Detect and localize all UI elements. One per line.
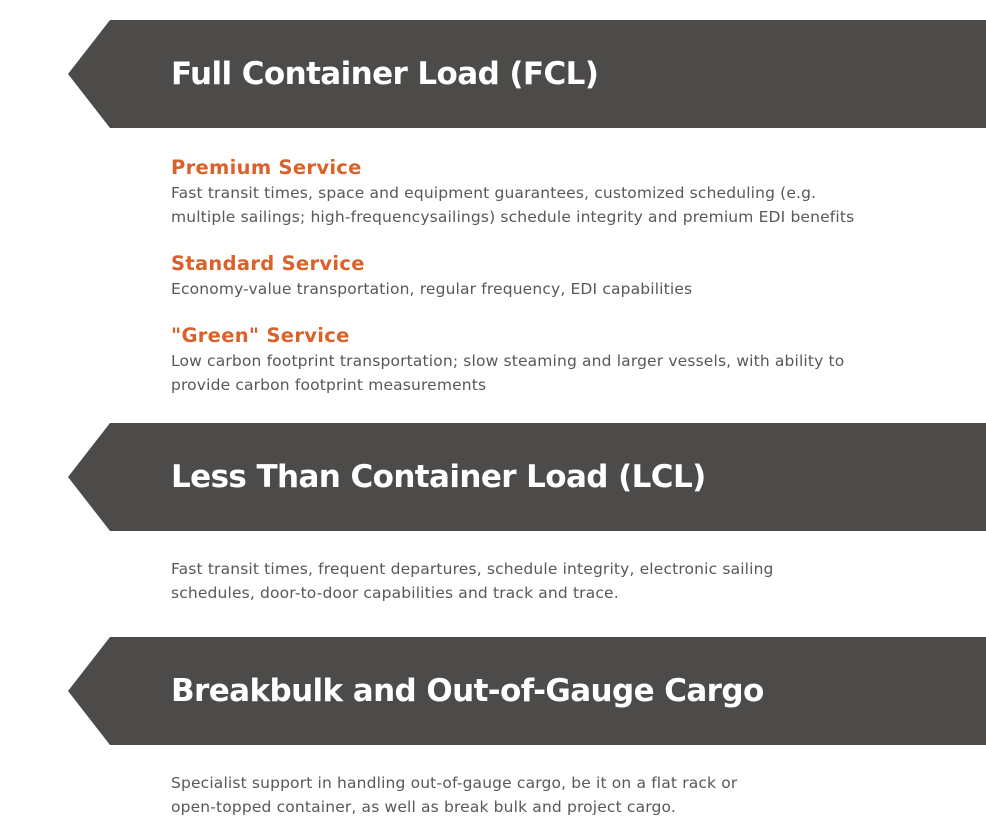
fcl-banner: Full Container Load (FCL)	[68, 20, 986, 128]
premium-service-desc-line: Fast transit times, space and equipment …	[171, 184, 817, 202]
lcl-title: Less Than Container Load (LCL)	[171, 459, 706, 495]
fcl-title: Full Container Load (FCL)	[171, 56, 599, 92]
breakbulk-title: Breakbulk and Out-of-Gauge Cargo	[171, 673, 764, 709]
premium-service-desc-line: multiple sailings; high-frequencysailing…	[171, 208, 855, 226]
green-service-title: "Green" Service	[171, 324, 350, 347]
lcl-section: Fast transit times, frequent departures,…	[171, 557, 911, 605]
lcl-desc-line: schedules, door-to-door capabilities and…	[171, 584, 619, 602]
lcl-banner: Less Than Container Load (LCL)	[68, 423, 986, 531]
premium-service: Premium Service Fast transit times, spac…	[171, 155, 911, 229]
breakbulk-desc-line: Specialist support in handling out-of-ga…	[171, 774, 738, 792]
green-service: "Green" Service Low carbon footprint tra…	[171, 323, 911, 397]
green-service-desc-line: provide carbon footprint measurements	[171, 376, 487, 394]
standard-service-title: Standard Service	[171, 252, 365, 275]
standard-service-desc-line: Economy-value transportation, regular fr…	[171, 280, 693, 298]
breakbulk-banner: Breakbulk and Out-of-Gauge Cargo	[68, 637, 986, 745]
lcl-desc-line: Fast transit times, frequent departures,…	[171, 560, 774, 578]
premium-service-title: Premium Service	[171, 156, 362, 179]
breakbulk-desc-line: open-topped container, as well as break …	[171, 798, 676, 816]
standard-service: Standard Service Economy-value transport…	[171, 251, 911, 301]
breakbulk-section: Specialist support in handling out-of-ga…	[171, 771, 911, 819]
green-service-desc-line: Low carbon footprint transportation; slo…	[171, 352, 845, 370]
